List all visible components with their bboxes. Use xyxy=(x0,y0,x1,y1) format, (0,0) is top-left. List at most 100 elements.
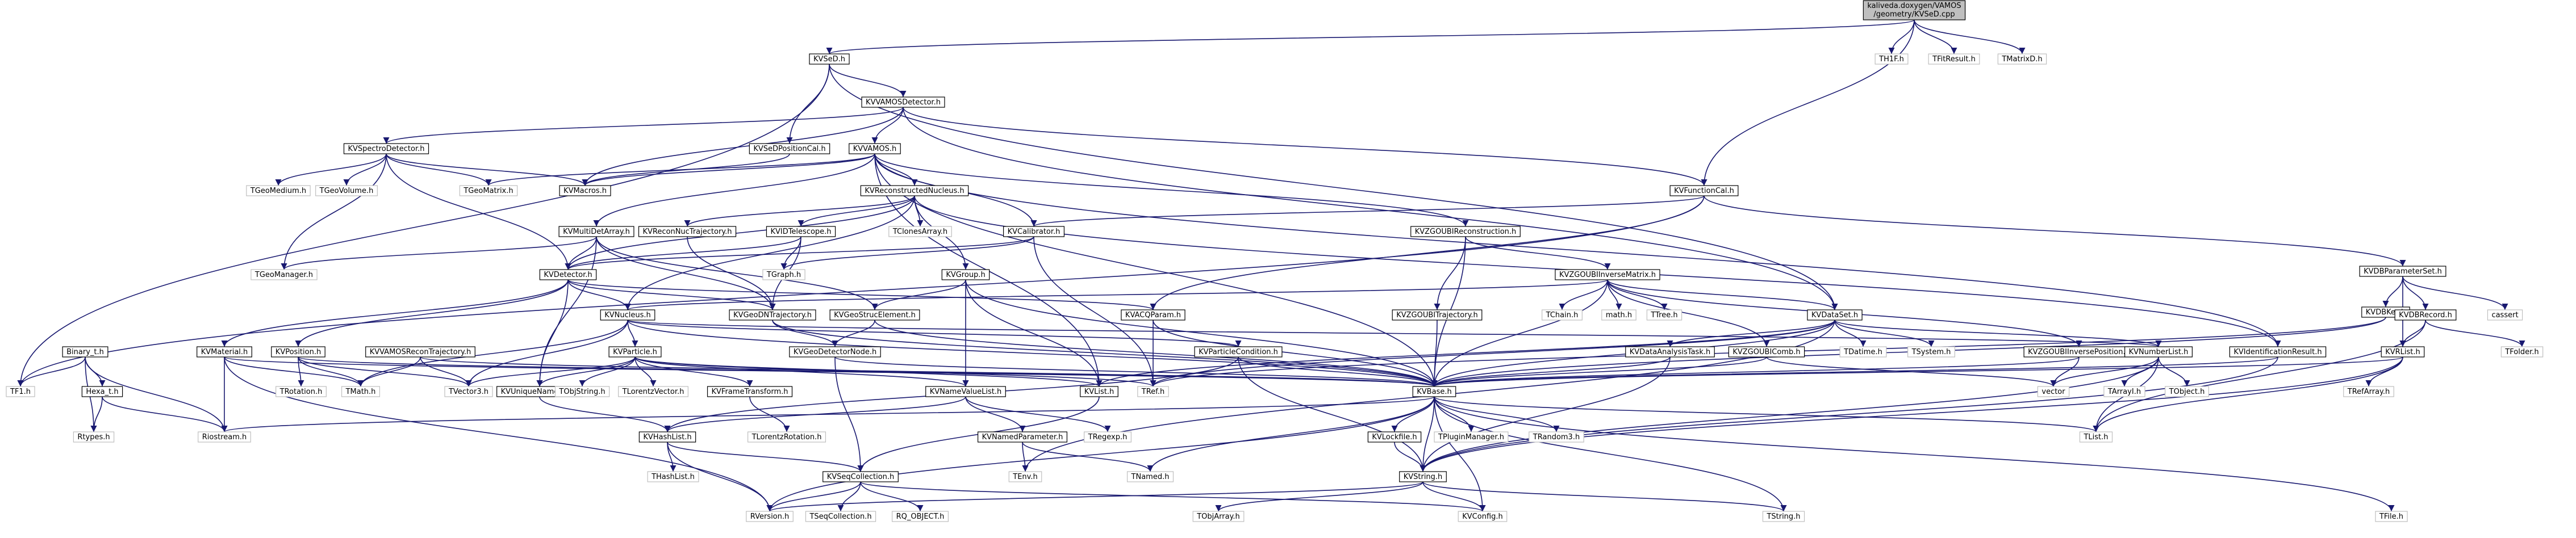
node-box xyxy=(746,511,794,522)
node-kvsedpositioncal-h[interactable]: KVSeDPositionCal.h xyxy=(749,143,830,154)
node-box xyxy=(459,185,518,196)
edge-kvreconstructednucleus-h-to-kvdetector-h xyxy=(565,195,915,270)
node-label: KVVAMOSDetector.h xyxy=(866,98,941,107)
node-kvsed-h[interactable]: KVSeD.h xyxy=(809,53,850,65)
node-label: KVHashList.h xyxy=(643,433,691,442)
node-kvdataset-h[interactable]: KVDataSet.h xyxy=(1807,309,1863,321)
node-kvframetransform-h[interactable]: KVFrameTransform.h xyxy=(707,386,793,397)
edge-kvseqcollection-h-to-kvconfig-h xyxy=(860,481,1486,512)
node-kvdataanalysistask-h[interactable]: KVDataAnalysisTask.h xyxy=(1625,346,1715,358)
node-kvgeodetectornode-h[interactable]: KVGeoDetectorNode.h xyxy=(789,346,881,358)
node-label: TSystem.h xyxy=(1911,348,1951,356)
edge-root-to-kvsed-h xyxy=(826,19,1915,54)
node-vector: vector xyxy=(2037,386,2070,397)
node-kvmultidetarray-h[interactable]: KVMultiDetArray.h xyxy=(558,226,634,237)
node-kvbase-h[interactable]: KVBase.h xyxy=(1412,386,1456,397)
edge-kvseqcollection-h-to-rversion-h xyxy=(766,481,861,512)
node-kvidtelescope-h[interactable]: KVIDTelescope.h xyxy=(766,226,836,237)
node-label: KVZGOUBIInversePosition.h xyxy=(2028,348,2130,356)
node-label: TObjArray.h xyxy=(1196,512,1240,521)
node-kvposition-h[interactable]: KVPosition.h xyxy=(271,346,325,358)
node-kvvamosrecontrajectory-h[interactable]: KVVAMOSReconTrajectory.h xyxy=(365,346,475,358)
edge-root-to-tfitresult-h xyxy=(1914,19,1957,54)
node-kvparticle-h[interactable]: KVParticle.h xyxy=(608,346,662,358)
node-label: TPluginManager.h xyxy=(1438,433,1504,442)
node-box xyxy=(829,309,920,321)
node-kvdbparameterset-h[interactable]: KVDBParameterSet.h xyxy=(2359,266,2446,277)
node-kvseqcollection-h[interactable]: KVSeqCollection.h xyxy=(823,471,899,482)
node-label: math.h xyxy=(1606,311,1632,320)
edge-kvdataanalysistask-h-to-kvbase-h xyxy=(1431,356,1671,387)
node-kvgeostrucelement-h[interactable]: KVGeoStrucElement.h xyxy=(829,309,920,321)
edge-kvvamosdetector-h-to-kvspectrodetector-h xyxy=(383,107,904,144)
edge-kvdetector-h-to-kvmaterial-h xyxy=(221,279,569,347)
node-kvzgoubiinverseposition-h[interactable]: KVZGOUBIInversePosition.h xyxy=(2023,346,2135,358)
node-kvfunctioncal-h[interactable]: KVFunctionCal.h xyxy=(1669,185,1739,196)
node-kvmaterial-h[interactable]: KVMaterial.h xyxy=(197,346,252,358)
node-label: KVFrameTransform.h xyxy=(712,388,788,396)
node-kvparticlecondition-h[interactable]: KVParticleCondition.h xyxy=(1194,346,1283,358)
node-root[interactable]: kaliveda.doxygen/VAMOS/geometry/KVSeD.cp… xyxy=(1863,0,1966,20)
node-kvspectrodetector-h[interactable]: KVSpectroDetector.h xyxy=(343,143,429,154)
node-box xyxy=(600,309,656,321)
node-kvreconnuctrajectory-h[interactable]: KVReconNucTrajectory.h xyxy=(638,226,737,237)
node-kvhashlist-h[interactable]: KVHashList.h xyxy=(638,431,696,443)
edge-kvdetector-h-to-kvacqparam-h xyxy=(567,279,1157,310)
node-kvzgoubireconstruction-h[interactable]: KVZGOUBIReconstruction.h xyxy=(1410,226,1521,237)
node-kvreconstructednucleus-h[interactable]: KVReconstructedNucleus.h xyxy=(860,185,969,196)
node-kvacqparam-h[interactable]: KVACQParam.h xyxy=(1121,309,1185,321)
edge-kvcalibrator-h-to-tref-h xyxy=(1033,236,1157,387)
node-box xyxy=(638,431,696,443)
node-kvdetector-h[interactable]: KVDetector.h xyxy=(539,269,597,280)
node-kvcalibrator-h[interactable]: KVCalibrator.h xyxy=(1003,226,1065,237)
node-box xyxy=(1807,309,1863,321)
node-label: KVParticleCondition.h xyxy=(1199,348,1278,356)
node-tvector3-h: TVector3.h xyxy=(444,386,493,397)
node-label: THashList.h xyxy=(651,473,695,481)
node-kvvamos-h[interactable]: KVVAMOS.h xyxy=(849,143,901,154)
node-box xyxy=(1646,309,1682,321)
node-hexa-t-h[interactable]: Hexa_t.h xyxy=(81,386,123,397)
node-kvmacros-h[interactable]: KVMacros.h xyxy=(559,185,611,196)
node-kvzgoubiinversematrix-h[interactable]: KVZGOUBIInverseMatrix.h xyxy=(1555,269,1660,280)
node-label: KVVAMOS.h xyxy=(853,145,896,153)
edge-kvspectrodetector-h-to-kvmacros-h xyxy=(386,153,588,186)
node-box xyxy=(444,386,493,397)
edge-kvspectrodetector-h-to-tgeomatrix-h xyxy=(386,153,492,186)
node-label: KVVAMOSReconTrajectory.h xyxy=(370,348,471,356)
node-kvvamosdetector-h[interactable]: KVVAMOSDetector.h xyxy=(861,96,945,108)
node-box xyxy=(729,309,816,321)
node-tlorentzvector-h: TLorentzVector.h xyxy=(618,386,688,397)
node-kvzgoubicomb-h[interactable]: KVZGOUBIComb.h xyxy=(1728,346,1805,358)
node-box xyxy=(1997,53,2047,65)
node-kvnucleus-h[interactable]: KVNucleus.h xyxy=(600,309,656,321)
node-box xyxy=(2359,266,2446,277)
node-kvzgoubitrajectory-h[interactable]: KVZGOUBITrajectory.h xyxy=(1392,309,1483,321)
edge-kvdbparameterset-h-to-kvdbrecord-h xyxy=(2402,276,2429,310)
node-binary-t-h[interactable]: Binary_t.h xyxy=(62,346,108,358)
node-label: KVMultiDetArray.h xyxy=(563,228,630,236)
node-kvgroup-h[interactable]: KVGroup.h xyxy=(941,269,990,280)
edge-kvdetector-h-to-kvgeodntrajectory-h xyxy=(567,279,776,310)
node-tgeovolume-h: TGeoVolume.h xyxy=(315,185,378,196)
edge-kvparticle-h-to-kvframetransform-h xyxy=(634,356,753,387)
edge-kvbase-h-to-rversion-h xyxy=(766,396,1435,512)
node-label: KVMacros.h xyxy=(563,187,607,195)
node-kvdbrecord-h[interactable]: KVDBRecord.h xyxy=(2394,309,2457,321)
node-ttree-h: TTree.h xyxy=(1646,309,1682,321)
node-kvstring-h[interactable]: KVString.h xyxy=(1399,471,1447,482)
node-label: KVGroup.h xyxy=(946,271,985,279)
node-box xyxy=(1080,386,1118,397)
edge-kvdbparameterset-h-to-cassert xyxy=(2402,276,2508,310)
node-kvgeodntrajectory-h[interactable]: KVGeoDNTrajectory.h xyxy=(729,309,816,321)
node-kvlist-h[interactable]: KVList.h xyxy=(1080,386,1118,397)
node-box xyxy=(2037,386,2070,397)
node-kvrlist-h[interactable]: KVRList.h xyxy=(2381,346,2425,358)
node-kvnumberlist-h[interactable]: KVNumberList.h xyxy=(2124,346,2193,358)
node-kvlockfile-h[interactable]: KVLockfile.h xyxy=(1367,431,1422,443)
edge-kvparticle-h-to-tlorentzvector-h xyxy=(634,356,657,387)
node-kvnamevaluelist-h[interactable]: KVNameValueList.h xyxy=(925,386,1006,397)
node-kvidentificationresult-h[interactable]: KVIdentificationResult.h xyxy=(2229,346,2327,358)
node-th1f-h: TH1F.h xyxy=(1874,53,1909,65)
node-kvnamedparameter-h[interactable]: KVNamedParameter.h xyxy=(977,431,1068,443)
